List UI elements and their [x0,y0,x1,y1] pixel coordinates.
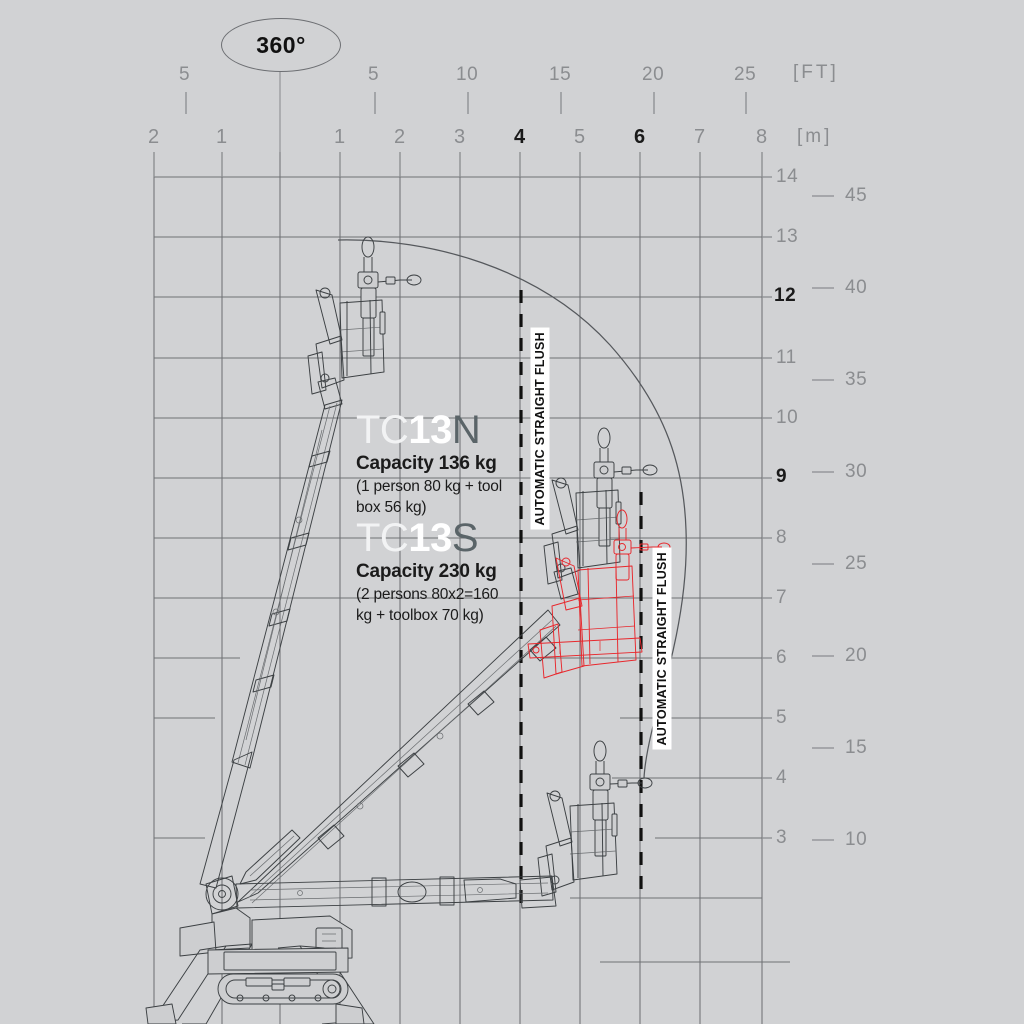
right-feet-label-45: 45 [845,185,868,206]
automatic-straight-flush-tag-left: AUTOMATIC STRAIGHT FLUSH [531,328,550,530]
right-feet-label-10: 10 [845,829,868,850]
machine-chassis [145,907,375,1024]
model-number: 13 [408,408,452,452]
feet-tick-label-5: 25 [734,64,757,85]
right-feet-label-25: 25 [845,553,868,574]
meters-tick-label-9: 8 [756,126,768,148]
meters-tick-label-2: 1 [334,126,346,148]
right-meter-label-5: 5 [776,707,788,728]
machine-upper-basket [307,236,422,410]
right-meter-label-7: 7 [776,587,788,608]
feet-axis-ticks [185,92,747,114]
model-name-tc13s: TC13S [356,518,516,558]
machine-upper-boom [231,399,343,769]
meters-tick-label-6: 5 [574,126,586,148]
capacity-tc13s: Capacity 230 kg [356,561,497,582]
right-meter-label-3: 3 [776,827,788,848]
right-meter-label-8: 8 [776,527,788,548]
model-prefix: TC [356,516,409,560]
grid-horizontal-lines [154,176,790,963]
right-meter-label-9: 9 [776,466,788,487]
machine-red-overlay-basket [527,509,671,679]
meters-unit-label: [m] [797,126,833,147]
model-prefix: TC [356,408,409,452]
model-suffix: S [451,516,479,560]
machine-lower-boom [235,875,557,909]
rotation-badge-label: 360° [256,31,306,58]
machine-lift-cylinder [239,829,301,885]
capacity-detail-tc13n: (1 person 80 kg + tool box 56 kg) [356,478,502,516]
machine-diagonal-boom [237,609,561,904]
automatic-straight-flush-tag-right: AUTOMATIC STRAIGHT FLUSH [653,548,672,750]
machine-lower-basket [537,740,653,897]
model-block-tc13s: TC13S Capacity 230 kg (2 persons 80x2=16… [356,518,516,627]
meters-tick-label-1: 1 [216,126,228,148]
meters-tick-label-0: 2 [148,126,160,148]
right-meter-label-6: 6 [776,647,788,668]
capacity-tc13n: Capacity 136 kg [356,453,497,474]
feet-tick-label-1: 5 [368,64,380,85]
meters-tick-label-3: 2 [394,126,406,148]
right-meter-label-10: 10 [776,407,799,428]
meters-tick-label-5: 4 [514,126,526,148]
machine-main-boom [199,751,253,915]
feet-unit-label: [FT] [793,62,839,83]
machine-mid-basket [543,427,658,600]
right-feet-label-40: 40 [845,277,868,298]
model-name-tc13n: TC13N [356,410,516,450]
right-axis-meter-ticks [762,176,772,839]
rotation-badge: 360° [221,18,341,72]
feet-tick-label-4: 20 [642,64,665,85]
feet-tick-label-3: 15 [549,64,572,85]
meters-tick-label-4: 3 [454,126,466,148]
meters-tick-label-8: 7 [694,126,706,148]
right-axis-feet-dashes [812,195,834,841]
right-feet-label-20: 20 [845,645,868,666]
right-feet-label-30: 30 [845,461,868,482]
right-meter-label-14: 14 [776,166,799,187]
right-meter-label-12: 12 [774,285,797,306]
model-number: 13 [408,516,452,560]
feet-tick-label-0: 5 [179,64,191,85]
meters-axis-ticks [153,152,763,177]
right-feet-label-15: 15 [845,737,868,758]
right-meter-label-13: 13 [776,226,799,247]
right-meter-label-11: 11 [776,347,797,368]
model-suffix: N [451,408,481,452]
right-feet-label-35: 35 [845,369,868,390]
model-block-tc13n: TC13N Capacity 136 kg (1 person 80 kg + … [356,410,516,519]
feet-tick-label-2: 10 [456,64,479,85]
right-meter-label-4: 4 [776,767,788,788]
capacity-detail-tc13s: (2 persons 80x2=160 kg + toolbox 70 kg) [356,586,499,624]
meters-tick-label-7: 6 [634,126,646,148]
